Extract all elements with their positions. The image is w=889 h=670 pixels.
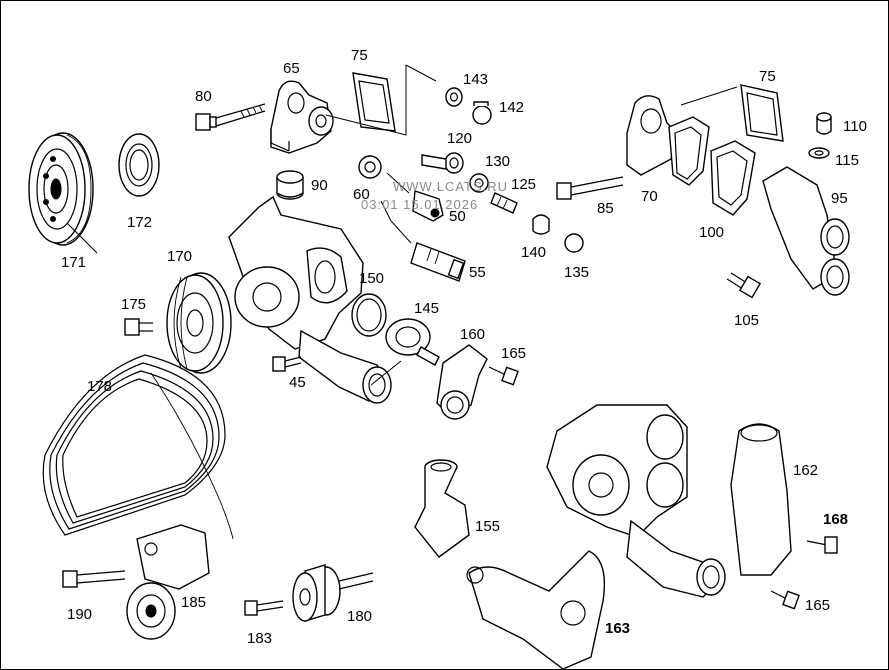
part-165-bolt-upper <box>488 366 519 386</box>
part-163-cover <box>466 550 606 669</box>
part-162-pipe <box>730 423 792 576</box>
part-178-belt <box>42 354 234 540</box>
part-142-plug <box>472 101 492 125</box>
part-165-bolt-lower <box>770 590 800 610</box>
part-water-pump-upper <box>228 195 392 404</box>
watermark-site: WWW.LCATS.RU <box>393 179 508 194</box>
part-label-115: 115 <box>835 152 859 169</box>
part-label-130: 130 <box>485 153 510 170</box>
part-label-171: 171 <box>61 254 86 271</box>
part-label-160: 160 <box>460 326 485 343</box>
part-label-65: 65 <box>283 60 300 77</box>
part-label-140: 140 <box>521 244 546 261</box>
part-label-85: 85 <box>597 200 614 217</box>
part-55-sensor <box>410 242 466 282</box>
leader-75-right <box>680 86 738 106</box>
part-60-ring <box>358 155 382 179</box>
part-label-155: 155 <box>475 518 500 535</box>
part-label-100: 100 <box>699 224 724 241</box>
part-130-washer <box>469 173 489 193</box>
part-75-gasket-right <box>740 84 784 142</box>
leader-75-bracket <box>325 64 437 136</box>
part-label-165b: 165 <box>805 597 830 614</box>
part-label-175: 175 <box>121 296 146 313</box>
part-label-70: 70 <box>641 188 658 205</box>
part-label-75a: 75 <box>351 47 368 64</box>
part-label-185: 185 <box>181 594 206 611</box>
part-label-90: 90 <box>311 177 328 194</box>
part-label-45: 45 <box>289 374 306 391</box>
part-label-170: 170 <box>167 248 192 265</box>
part-50-sensor <box>412 190 444 222</box>
part-label-145: 145 <box>414 300 439 317</box>
part-170-pulley <box>166 272 232 374</box>
part-145-thermostat <box>385 318 440 366</box>
part-185-tensioner <box>126 524 210 640</box>
part-label-60: 60 <box>353 186 370 203</box>
part-label-165a: 165 <box>501 345 526 362</box>
part-label-142: 142 <box>499 99 524 116</box>
leader-55 <box>380 200 412 244</box>
part-gasket-100 <box>710 140 756 216</box>
part-171-damper <box>28 132 94 246</box>
part-label-168: 168 <box>823 511 848 528</box>
part-label-190: 190 <box>67 606 92 623</box>
part-105-bolt <box>726 272 762 299</box>
part-45-bolt <box>272 356 302 372</box>
part-label-95: 95 <box>831 190 848 207</box>
part-190-bolt <box>62 570 126 588</box>
part-135-cap <box>564 233 584 253</box>
part-water-pump-lower <box>546 404 726 598</box>
part-label-143: 143 <box>463 71 488 88</box>
part-90-sleeve <box>276 170 304 200</box>
part-label-120: 120 <box>447 130 472 147</box>
part-65-housing <box>270 80 334 154</box>
part-label-178: 178 <box>87 378 112 395</box>
part-gasket-70 <box>668 116 710 186</box>
part-160-cover <box>436 344 488 420</box>
part-180-roller <box>292 564 374 622</box>
part-85-bolt <box>556 176 624 200</box>
part-label-50: 50 <box>449 208 466 225</box>
part-label-150: 150 <box>359 270 384 287</box>
part-label-135: 135 <box>564 264 589 281</box>
part-175-bolt <box>124 318 153 336</box>
part-150-oring <box>351 293 387 337</box>
part-140-clip <box>532 214 550 235</box>
part-label-105: 105 <box>734 312 759 329</box>
leader-171 <box>66 222 98 254</box>
watermark-timestamp: 03:01 15.01.2026 <box>361 197 478 212</box>
part-80-bolt <box>195 103 266 131</box>
part-label-110: 110 <box>843 118 867 135</box>
part-label-172: 172 <box>127 214 152 231</box>
leader-145 <box>370 360 402 386</box>
part-143-washer <box>445 87 463 107</box>
leader-60 <box>386 172 410 194</box>
part-label-125: 125 <box>511 176 536 193</box>
part-label-183: 183 <box>247 630 272 647</box>
part-75-gasket-left <box>352 72 396 132</box>
part-155-elbow <box>414 459 470 558</box>
part-95-outlet <box>762 166 850 296</box>
part-label-180: 180 <box>347 608 372 625</box>
part-168-plug <box>806 536 838 554</box>
part-120-fitting <box>421 152 464 174</box>
part-label-55: 55 <box>469 264 486 281</box>
part-70-housing <box>626 95 678 176</box>
part-183-bolt <box>244 600 284 616</box>
part-label-162: 162 <box>793 462 818 479</box>
part-172-seal <box>118 133 160 197</box>
part-label-163: 163 <box>605 620 630 637</box>
part-115-washer <box>808 147 830 159</box>
part-125-sensor <box>490 192 518 214</box>
part-110-plug <box>816 112 832 135</box>
part-label-80: 80 <box>195 88 212 105</box>
part-label-75b: 75 <box>759 68 776 85</box>
